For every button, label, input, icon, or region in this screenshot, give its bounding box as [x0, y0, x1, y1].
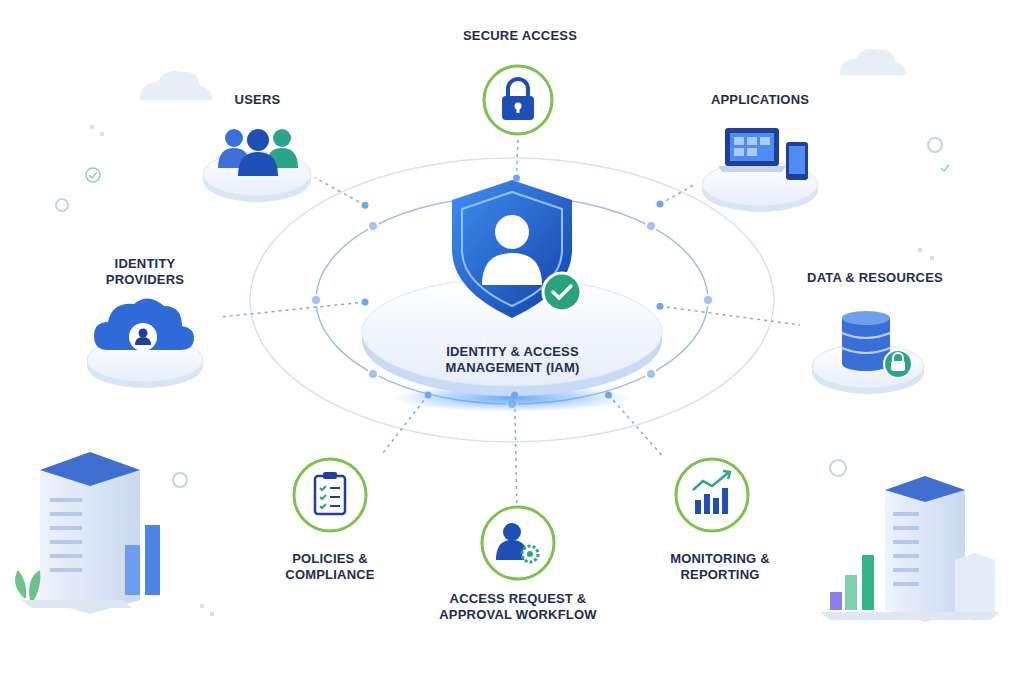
component-node: USERS	[200, 92, 315, 200]
node-label: ACCESS REQUEST & APPROVAL WORKFLOW	[432, 591, 604, 623]
hub-node: IDENTITY & ACCESS MANAGEMENT (IAM)	[365, 178, 660, 395]
node-label: DATA & RESOURCES	[800, 270, 950, 286]
node-label: USERS	[200, 92, 315, 108]
dashed-connector	[511, 392, 518, 504]
component-node: APPLICATIONS	[695, 92, 825, 204]
component-node: ACCESS REQUEST & APPROVAL WORKFLOW	[425, 503, 611, 629]
node-label: POLICIES & COMPLIANCE	[274, 551, 386, 583]
dashed-connector	[381, 392, 431, 456]
dashed-connector	[513, 140, 520, 182]
component-node: SECURE ACCESS	[455, 28, 585, 140]
node-label: IDENTITY PROVIDERS	[95, 256, 195, 288]
node-label: IDENTITY & ACCESS MANAGEMENT (IAM)	[425, 344, 600, 376]
component-node: IDENTITY PROVIDERS	[70, 256, 220, 394]
dashed-connector	[657, 303, 801, 325]
component-node: DATA & RESOURCES	[800, 270, 950, 400]
node-label: SECURE ACCESS	[455, 28, 585, 44]
dashed-connector	[657, 184, 696, 207]
dashed-connector	[315, 178, 369, 209]
component-node: MONITORING & REPORTING	[645, 455, 795, 587]
node-label: MONITORING & REPORTING	[656, 551, 784, 583]
dashed-connector	[220, 298, 369, 317]
component-node: POLICIES & COMPLIANCE	[260, 455, 400, 587]
dashed-connector	[605, 392, 662, 456]
node-label: APPLICATIONS	[695, 92, 825, 108]
